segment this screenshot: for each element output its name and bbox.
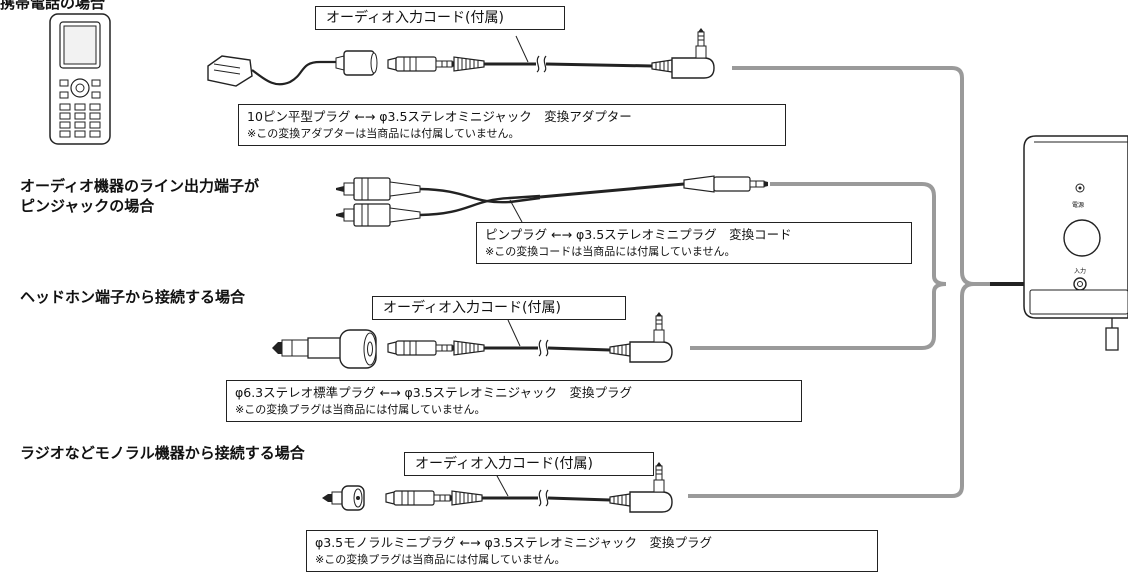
input-label: 入力	[1074, 268, 1087, 275]
audio-input-cord-1	[387, 27, 715, 79]
callout-audio-input-cord-1: オーディオ入力コード(付属)	[315, 6, 565, 30]
note-pin-plug-line2: ※この変換コードは当商品には付属していません。	[485, 245, 736, 258]
route-lines	[688, 66, 990, 498]
mobile-phone-illustration	[49, 13, 111, 145]
audio-input-cord-2	[387, 311, 673, 363]
heading-mobile: 携帯電話の場合	[0, 0, 106, 12]
note-mono-plug-line1: φ3.5モノラルミニプラグ ←→ φ3.5ステレオミニジャック 変換プラグ	[315, 535, 713, 550]
note-std-plug: φ6.3ステレオ標準プラグ ←→ φ3.5ステレオミニジャック 変換プラグ ※こ…	[226, 380, 802, 422]
power-button[interactable]	[1063, 219, 1101, 257]
standard-plug-adapter	[272, 329, 377, 369]
heading-mono: ラジオなどモノラル機器から接続する場合	[20, 444, 305, 462]
note-std-plug-line2: ※この変換プラグは当商品には付属していません。	[235, 403, 486, 416]
note-pin-plug-line1: ピンプラグ ←→ φ3.5ステレオミニプラグ 変換コード	[485, 227, 792, 242]
note-10pin-line1: 10ピン平型プラグ ←→ φ3.5ステレオミニジャック 変換アダプター	[247, 109, 632, 124]
callout-audio-input-cord-2: オーディオ入力コード(付属)	[372, 296, 626, 320]
pin-plug-cord	[336, 175, 768, 227]
note-std-plug-line1: φ6.3ステレオ標準プラグ ←→ φ3.5ステレオミニジャック 変換プラグ	[235, 385, 633, 400]
callout-audio-input-cord-3: オーディオ入力コード(付属)	[404, 452, 654, 476]
receiver-device	[1023, 135, 1128, 351]
note-10pin-adapter: 10ピン平型プラグ ←→ φ3.5ステレオミニジャック 変換アダプター ※この変…	[238, 104, 786, 146]
note-pin-plug: ピンプラグ ←→ φ3.5ステレオミニプラグ 変換コード ※この変換コードは当商…	[476, 222, 912, 264]
note-mono-plug: φ3.5モノラルミニプラグ ←→ φ3.5ステレオミニジャック 変換プラグ ※こ…	[306, 530, 878, 572]
audio-input-cord-3	[385, 461, 673, 513]
note-10pin-line2: ※この変換アダプターは当商品には付属していません。	[247, 127, 520, 140]
note-mono-plug-line2: ※この変換プラグは当商品には付属していません。	[315, 553, 566, 566]
power-label: 電源	[1072, 202, 1085, 209]
10pin-adapter	[207, 50, 378, 87]
heading-headphone: ヘッドホン端子から接続する場合	[20, 288, 246, 306]
mono-plug-adapter	[322, 485, 365, 511]
heading-line-out: オーディオ機器のライン出力端子が ピンジャックの場合	[20, 177, 259, 215]
